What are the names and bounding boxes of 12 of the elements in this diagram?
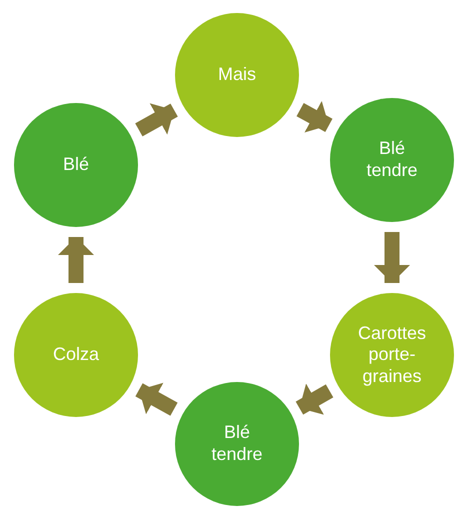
node-label: Colza [52,344,100,366]
node-label: Blé tendre [210,422,264,466]
arrow [135,103,178,136]
arrow [58,237,94,283]
arrow [296,100,332,132]
arrow [135,382,178,416]
arrow [374,232,410,283]
node-label: Mais [216,64,257,86]
arrow [296,384,334,415]
node-label: Blé tendre [365,138,419,182]
node-label: Blé [62,154,90,176]
node-label: Carottes porte-graines [356,322,428,388]
